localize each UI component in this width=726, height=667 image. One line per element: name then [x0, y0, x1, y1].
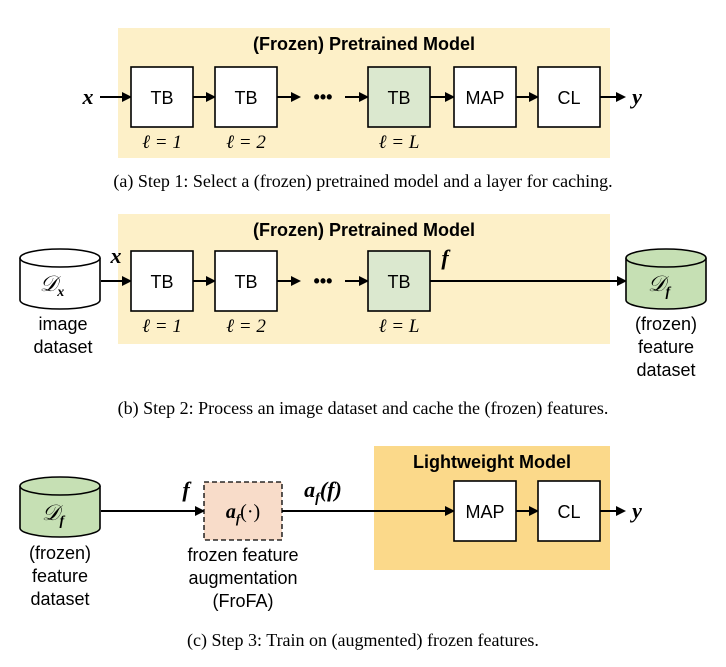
- tb-block-1-label: TB: [150, 88, 173, 108]
- image-dataset-label-2: dataset: [33, 337, 92, 357]
- cl-block-label: CL: [557, 502, 580, 522]
- augmentation-label-3: (FroFA): [213, 591, 274, 611]
- image-dataset-cylinder: 𝒟x: [19, 248, 101, 310]
- tb-block-L: [367, 66, 431, 128]
- pretrained-model-header: (Frozen) Pretrained Model: [253, 34, 475, 54]
- dataset-symbol: 𝒟: [648, 271, 670, 296]
- tb-block-L-label: TB: [387, 272, 410, 292]
- output-y: y: [629, 84, 642, 109]
- panel-c: Lightweight Model 𝒟f (frozen) feature da…: [19, 446, 642, 651]
- tb-block-2: [214, 66, 278, 128]
- augmentation-box: [203, 481, 283, 541]
- feature-dataset-label-3: dataset: [636, 360, 695, 380]
- input-x: x: [82, 84, 94, 109]
- panel-a: (Frozen) Pretrained Model x TB TB ••• TB…: [82, 28, 642, 192]
- caption-b: (b) Step 2: Process an image dataset and…: [118, 398, 609, 419]
- aug-out-argument: (f): [320, 477, 342, 502]
- layer-label-L: ℓ = L: [379, 132, 420, 153]
- tb-block-1: [130, 250, 194, 312]
- layer-label-L: ℓ = L: [379, 316, 420, 337]
- feature-dataset-cylinder: 𝒟f: [625, 248, 707, 310]
- feature-dataset-cylinder: 𝒟f: [19, 476, 101, 538]
- panel-b: (Frozen) Pretrained Model 𝒟x image datas…: [19, 214, 707, 419]
- caption-a: (a) Step 1: Select a (frozen) pretrained…: [113, 171, 612, 192]
- caption-c: (c) Step 3: Train on (augmented) frozen …: [187, 630, 539, 651]
- dataset-symbol: 𝒟: [40, 271, 62, 296]
- pretrained-model-header: (Frozen) Pretrained Model: [253, 220, 475, 240]
- input-x: x: [110, 243, 122, 268]
- ellipsis-dots: •••: [314, 271, 333, 291]
- feature-dataset-label-1: (frozen): [29, 543, 91, 563]
- layer-label-1: ℓ = 1: [142, 316, 182, 337]
- augmentation-label-1: frozen feature: [187, 545, 298, 565]
- aug-out-subscript: f: [315, 491, 321, 506]
- cl-block-label: CL: [557, 88, 580, 108]
- layer-label-1: ℓ = 1: [142, 132, 182, 153]
- dataset-subscript: f: [59, 514, 65, 529]
- svg-text:𝒟f: 𝒟f: [648, 271, 672, 300]
- cl-block: [537, 480, 601, 542]
- dataset-symbol: 𝒟: [42, 500, 64, 525]
- aug-argument: (·): [240, 501, 260, 523]
- ellipsis-dots: •••: [314, 87, 333, 107]
- lightweight-model-header: Lightweight Model: [413, 452, 571, 472]
- tb-block-1-label: TB: [150, 272, 173, 292]
- tb-block-2: [214, 250, 278, 312]
- dataset-subscript: f: [665, 285, 671, 300]
- feature-f: f: [182, 477, 192, 502]
- cl-block: [537, 66, 601, 128]
- feature-dataset-label-3: dataset: [30, 589, 89, 609]
- map-block-label: MAP: [465, 502, 504, 522]
- aug-symbol: a: [226, 501, 236, 523]
- tb-block-L-label: TB: [387, 88, 410, 108]
- feature-dataset-label-2: feature: [638, 337, 694, 357]
- augmented-feature: af(f): [304, 477, 342, 506]
- augmentation-label-2: augmentation: [188, 568, 297, 588]
- augmentation-function: af(·): [226, 501, 260, 526]
- map-block: [453, 480, 517, 542]
- svg-text:𝒟x: 𝒟x: [40, 271, 65, 300]
- dataset-subscript: x: [56, 285, 64, 300]
- image-dataset-label-1: image: [38, 314, 87, 334]
- feature-dataset-label-1: (frozen): [635, 314, 697, 334]
- tb-block-L: [367, 250, 431, 312]
- feature-f: f: [441, 245, 451, 270]
- tb-block-2-label: TB: [234, 88, 257, 108]
- map-block-label: MAP: [465, 88, 504, 108]
- aug-out-symbol: a: [304, 477, 315, 502]
- layer-label-2: ℓ = 2: [226, 316, 266, 337]
- aug-subscript: f: [236, 511, 242, 526]
- output-y: y: [629, 498, 642, 523]
- feature-dataset-label-2: feature: [32, 566, 88, 586]
- svg-text:𝒟f: 𝒟f: [42, 500, 66, 529]
- tb-block-2-label: TB: [234, 272, 257, 292]
- tb-block-1: [130, 66, 194, 128]
- layer-label-2: ℓ = 2: [226, 132, 266, 153]
